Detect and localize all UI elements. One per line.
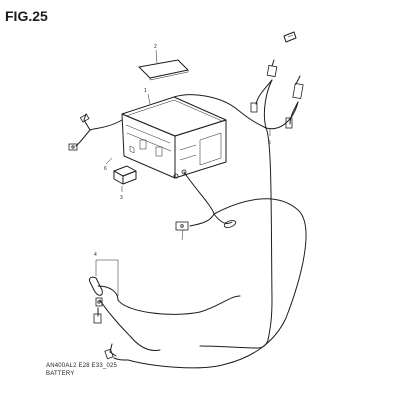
leader-line-6b — [105, 157, 113, 165]
battery-lead-harness — [68, 31, 304, 349]
negative-lead-part — [127, 171, 307, 369]
fuse-box-part — [113, 165, 137, 185]
callout-3: 3 — [120, 195, 123, 201]
leader-line-1 — [147, 93, 151, 105]
callout-1: 1 — [144, 88, 147, 94]
callout-4: 4 — [94, 252, 97, 258]
leader-line-2 — [155, 49, 158, 64]
callout-2: 2 — [154, 44, 157, 50]
callout-6: 6 — [104, 166, 107, 172]
callout-5: 5 — [268, 140, 271, 146]
figure-title: FIG.25 — [5, 8, 48, 24]
battery-pad-part — [138, 59, 189, 81]
starter-cable-part — [89, 276, 241, 361]
battery-part — [121, 96, 227, 179]
figure-caption: BATTERY — [46, 371, 75, 377]
model-code: AN400AL2 E28 E33_025 — [46, 363, 118, 369]
